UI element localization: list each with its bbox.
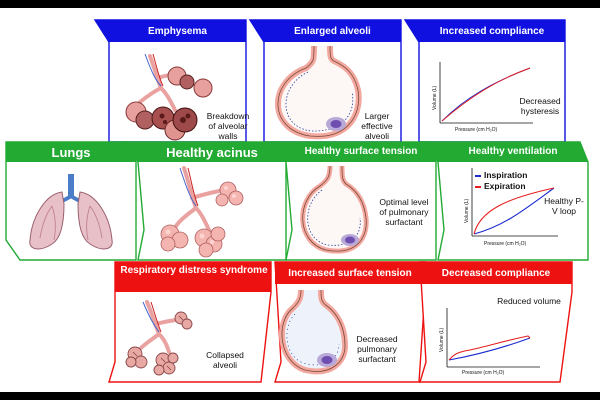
panel-emphysema: Emphysema Breakdown of alveolar walls bbox=[93, 19, 250, 145]
panel-title: Increased surface tension bbox=[288, 268, 412, 279]
panel-title: Enlarged alveoli bbox=[294, 26, 371, 37]
panel-caption: Decreased pulmonary surfactant bbox=[356, 334, 398, 364]
healthy-alveoli-cluster-icon bbox=[160, 166, 244, 258]
panel-enlarged-alveoli: Enlarged alveoli Larger effective alveol… bbox=[248, 19, 405, 145]
panel-title: Emphysema bbox=[148, 26, 207, 37]
legend: Inspiration Expiration bbox=[475, 170, 527, 192]
panel-title: Healthy ventilation bbox=[468, 146, 558, 157]
expiration-curve bbox=[473, 187, 555, 235]
legend-item-expiration: Expiration bbox=[475, 181, 527, 192]
x-axis-label: Pressure (cm H₂O) bbox=[455, 127, 498, 133]
panel-title: Healthy acinus bbox=[166, 145, 258, 160]
lungs-icon bbox=[29, 174, 113, 250]
y-axis-label: Volume (L) bbox=[432, 85, 438, 110]
panel-decreased-compliance: Decreased compliance Volume (L) Pressure… bbox=[412, 261, 577, 386]
panel-caption: Larger effective alveoli bbox=[361, 111, 393, 141]
panel-healthy-ventilation: Healthy ventilation Inspiration Expirati… bbox=[422, 140, 594, 263]
expiration-curve bbox=[441, 67, 531, 122]
panel-respiratory-distress-syndrome: Respiratory distress syndrome Collapsed … bbox=[95, 261, 275, 386]
panel-lungs: Lungs bbox=[5, 140, 140, 263]
legend-item-inspiration: Inspiration bbox=[475, 170, 527, 181]
shrunken-alveolus-icon bbox=[278, 289, 349, 375]
panel-title: Healthy surface tension bbox=[304, 146, 418, 157]
x-axis-label: Pressure (cm H₂O) bbox=[462, 370, 505, 376]
panel-increased-compliance: Increased compliance Volume (L) Pressure… bbox=[403, 19, 570, 145]
panel-caption: Breakdown of alveolar walls bbox=[206, 111, 250, 141]
healthy-alveolus-icon bbox=[300, 165, 369, 254]
panel-healthy-acinus: Healthy acinus bbox=[122, 140, 288, 263]
panel-caption: Decreased hysteresis bbox=[519, 96, 561, 116]
damaged-alveoli-cluster-icon bbox=[125, 53, 213, 141]
collapsed-alveoli-cluster-icon bbox=[125, 300, 193, 376]
enlarged-alveolus-icon bbox=[275, 45, 362, 140]
panel-title: Lungs bbox=[51, 145, 91, 160]
inspiration-curve bbox=[473, 187, 555, 235]
panel-title: Decreased compliance bbox=[441, 268, 551, 279]
decreased-compliance-chart bbox=[446, 308, 540, 368]
panel-caption: Collapsed alveoli bbox=[206, 350, 244, 370]
healthy-pv-loop-chart bbox=[471, 168, 558, 237]
panel-caption: Healthy P-V loop bbox=[544, 196, 584, 216]
compliance-chart bbox=[439, 62, 533, 124]
panel-title: Respiratory distress syndrome bbox=[120, 265, 268, 276]
panel-caption: Reduced volume bbox=[497, 296, 561, 306]
y-axis-label: Volume (L) bbox=[439, 327, 445, 352]
panel-healthy-surface-tension: Healthy surface tension Optimal level of… bbox=[270, 140, 440, 263]
x-axis-label: Pressure (cm H₂O) bbox=[484, 241, 527, 247]
inspiration-curve bbox=[448, 337, 531, 361]
expiration-curve bbox=[448, 335, 531, 361]
panel-increased-surface-tension: Increased surface tension Decreased pulm… bbox=[274, 261, 430, 386]
panel-title: Increased compliance bbox=[439, 26, 545, 37]
y-axis-label: Volume (L) bbox=[464, 198, 470, 223]
panel-caption: Optimal level of pulmonary surfactant bbox=[379, 197, 429, 227]
